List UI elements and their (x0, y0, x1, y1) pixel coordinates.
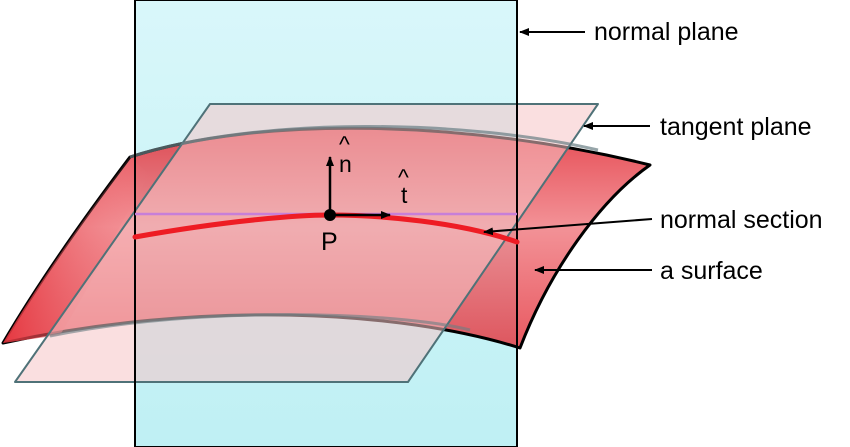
normal-plane-label: normal plane (594, 18, 739, 46)
tangent-vector-label: t (401, 182, 408, 208)
surface-left-shade (3, 157, 150, 343)
surface-upper-edge-seen (129, 125, 599, 159)
tangent-plane (14, 103, 599, 383)
normal-vector-hat: ^ (339, 131, 350, 157)
normal-section-label: normal section (660, 206, 823, 234)
point-p (324, 209, 336, 221)
tangent-plane-label: tangent plane (660, 113, 812, 141)
point-p-label: P (321, 228, 338, 256)
surface-label: a surface (660, 257, 763, 285)
normal-vector-label: n (339, 151, 352, 177)
tangent-vector-hat: ^ (398, 164, 409, 190)
surface-lower-edge-seen (49, 313, 471, 338)
normal-section-callout (483, 218, 653, 236)
